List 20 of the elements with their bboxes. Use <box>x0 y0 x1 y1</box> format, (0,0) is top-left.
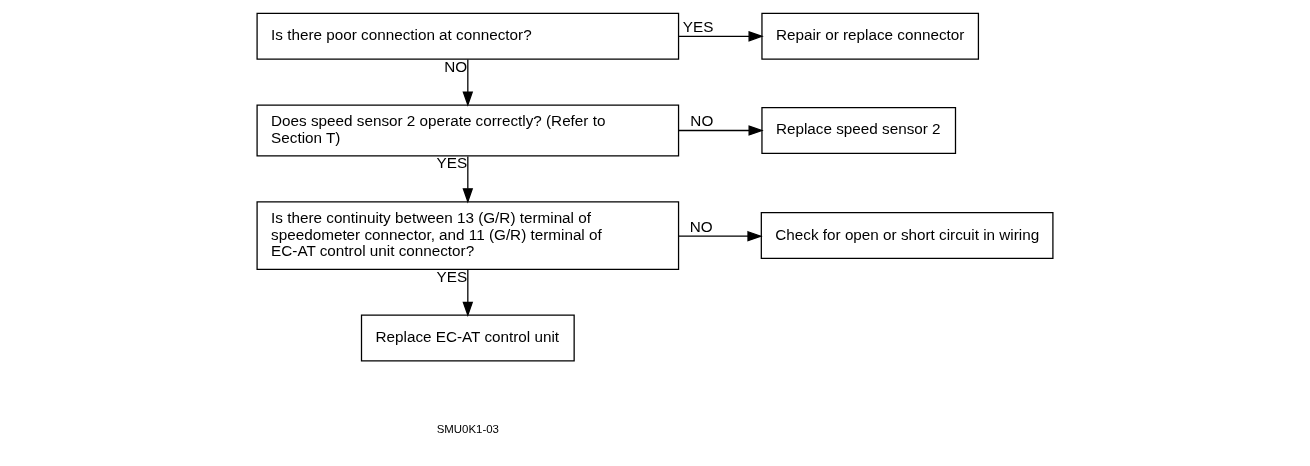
edge-label: YES <box>436 267 468 285</box>
arrow <box>462 269 474 317</box>
edge-label: NO <box>690 112 714 130</box>
node-box: Is there continuity between 13 (G/R) terminal of speedometer connector, and 11 (G/R) terminal of EC-AT control unit connector? <box>256 201 680 270</box>
node-box: Does speed sensor 2 operate correctly? (Refer to Section T) <box>256 104 680 157</box>
arrow <box>462 58 474 107</box>
edge-label: YES <box>436 154 468 172</box>
node-box: Replace EC-AT control unit <box>360 314 575 362</box>
label: SMU0K1-03 <box>436 422 499 435</box>
arrow <box>462 155 474 204</box>
arrow <box>678 125 764 136</box>
edge-label: NO <box>444 57 468 75</box>
edge-label: YES <box>682 17 714 35</box>
edge-label: NO <box>689 217 713 235</box>
arrow <box>678 30 764 42</box>
node-box: Replace speed sensor 2 <box>761 106 957 155</box>
node-box: Is there poor connection at connector? <box>256 12 680 60</box>
node-box: Repair or replace connector <box>761 12 980 60</box>
arrow <box>678 230 763 242</box>
node-box: Check for open or short circuit in wiring <box>760 212 1054 260</box>
